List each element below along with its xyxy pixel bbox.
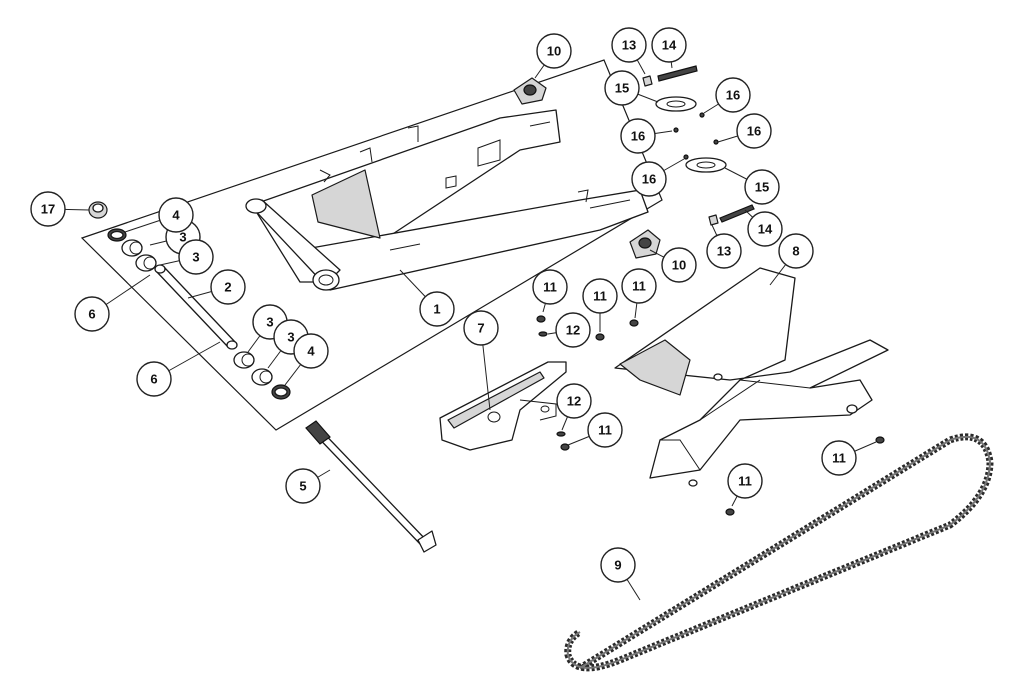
callout-label: 17 — [41, 202, 55, 217]
callout-label: 7 — [477, 321, 484, 336]
callout-label: 11 — [632, 279, 646, 294]
callout-label: 4 — [307, 344, 315, 359]
callout-label: 12 — [566, 323, 580, 338]
callout-2: 2 — [210, 269, 246, 305]
callout-label: 6 — [150, 372, 157, 387]
screws — [536, 315, 885, 516]
bushings-left — [107, 228, 157, 272]
callout-label: 14 — [758, 222, 773, 237]
callout-3: 3 — [178, 239, 214, 275]
axle-adjuster-top — [513, 77, 547, 105]
adjuster-hardware — [642, 65, 755, 226]
callout-13: 13 — [706, 233, 742, 269]
callout-label: 2 — [224, 280, 231, 295]
callout-label: 10 — [672, 258, 686, 273]
callout-11: 11 — [587, 412, 623, 448]
callout-7: 7 — [463, 310, 499, 346]
callout-label: 3 — [287, 330, 294, 345]
callout-label: 3 — [179, 230, 186, 245]
callout-6: 6 — [136, 361, 172, 397]
callout-16: 16 — [736, 113, 772, 149]
pivot-cap — [88, 201, 108, 219]
pivot-shaft — [154, 264, 238, 350]
callout-11: 11 — [621, 268, 657, 304]
callout-label: 11 — [832, 451, 846, 466]
chain-slider — [439, 361, 567, 451]
callout-label: 4 — [172, 208, 180, 223]
drive-chain — [564, 433, 994, 672]
callout-label: 1 — [433, 302, 440, 317]
callout-4: 4 — [158, 197, 194, 233]
callout-label: 15 — [755, 180, 769, 195]
chain-guard — [614, 267, 889, 487]
callout-8: 8 — [778, 233, 814, 269]
callout-11: 11 — [532, 269, 568, 305]
callout-10: 10 — [661, 247, 697, 283]
callout-11: 11 — [582, 278, 618, 314]
callout-9: 9 — [600, 547, 636, 583]
callout-label: 5 — [299, 479, 306, 494]
callout-1: 1 — [419, 291, 455, 327]
callout-12: 12 — [556, 383, 592, 419]
callout-17: 17 — [30, 191, 66, 227]
long-bolt — [305, 420, 437, 553]
callout-12: 12 — [555, 312, 591, 348]
callout-14: 14 — [651, 27, 687, 63]
callout-15: 15 — [744, 169, 780, 205]
callouts: 1 2 3 3 3 3 4 4 5 6 6 7 8 9 10 10 11 11 … — [30, 27, 857, 583]
callout-label: 16 — [747, 124, 761, 139]
callout-13: 13 — [611, 27, 647, 63]
callout-label: 9 — [614, 558, 621, 573]
callout-label: 15 — [615, 81, 629, 96]
callout-10: 10 — [536, 33, 572, 69]
callout-label: 11 — [593, 289, 607, 304]
callout-16: 16 — [620, 118, 656, 154]
callout-11: 11 — [727, 463, 763, 499]
callout-15: 15 — [604, 70, 640, 106]
callout-label: 16 — [726, 88, 740, 103]
callout-label: 13 — [622, 38, 636, 53]
callout-label: 12 — [567, 394, 581, 409]
callout-16: 16 — [715, 77, 751, 113]
callout-label: 3 — [266, 315, 273, 330]
assembly-frame — [80, 59, 663, 431]
callout-label: 13 — [717, 244, 731, 259]
swingarm — [245, 109, 649, 291]
callout-label: 11 — [738, 474, 752, 489]
callout-label: 8 — [792, 244, 799, 259]
axle-adjuster-bottom — [629, 229, 661, 259]
callout-label: 11 — [543, 280, 557, 295]
callout-16: 16 — [631, 161, 667, 197]
callout-5: 5 — [285, 468, 321, 504]
callout-label: 14 — [662, 38, 677, 53]
callout-6: 6 — [74, 296, 110, 332]
callout-label: 16 — [631, 129, 645, 144]
callout-label: 6 — [88, 307, 95, 322]
callout-11: 11 — [821, 440, 857, 476]
callout-label: 16 — [642, 172, 656, 187]
bushings-right — [233, 351, 291, 400]
callout-label: 11 — [598, 423, 612, 438]
callout-4: 4 — [293, 333, 329, 369]
callout-label: 10 — [547, 44, 561, 59]
callout-label: 3 — [192, 250, 199, 265]
callout-14: 14 — [747, 211, 783, 247]
